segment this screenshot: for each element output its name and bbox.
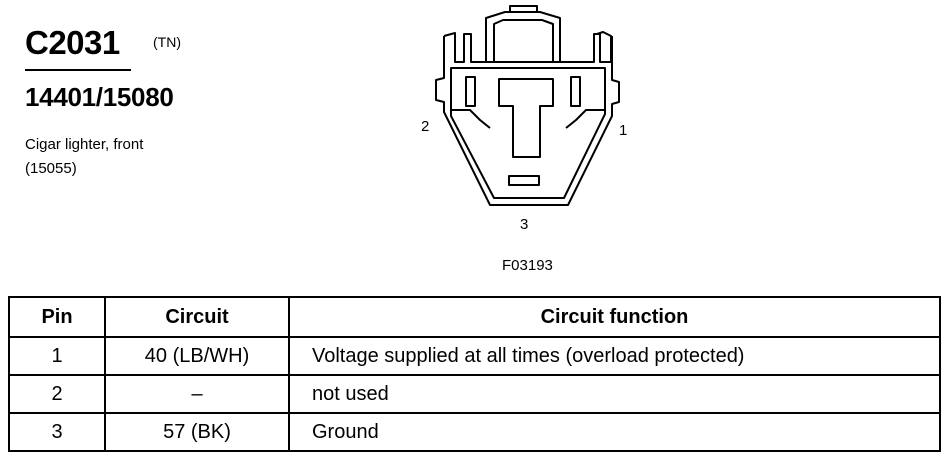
table-row: 2 – not used xyxy=(8,374,941,414)
pin-1-slot xyxy=(570,76,581,107)
pin-label-1: 1 xyxy=(619,122,628,139)
cell-pin: 3 xyxy=(8,412,106,452)
title-rule xyxy=(25,69,131,71)
table-row: 3 57 (BK) Ground xyxy=(8,412,941,452)
part-number: 14401/15080 xyxy=(25,82,174,112)
cell-pin: 1 xyxy=(8,336,106,376)
table-row: 1 40 (LB/WH) Voltage supplied at all tim… xyxy=(8,336,941,376)
description-line-2: (15055) xyxy=(25,160,77,177)
cell-function: Voltage supplied at all times (overload … xyxy=(288,336,941,376)
pin-label-2: 2 xyxy=(421,118,430,135)
pinout-table: Pin Circuit Circuit function 1 40 (LB/WH… xyxy=(8,296,941,452)
connector-housing xyxy=(443,31,612,63)
pin-3-slot xyxy=(508,175,540,186)
cell-function: Ground xyxy=(288,412,941,452)
figure-code: F03193 xyxy=(502,257,553,274)
connector-tag: (TN) xyxy=(153,34,181,50)
header-pin: Pin xyxy=(8,296,106,338)
t-cavity xyxy=(498,78,554,158)
header-function: Circuit function xyxy=(288,296,941,338)
pin-label-3: 3 xyxy=(520,216,529,233)
header-circuit: Circuit xyxy=(104,296,290,338)
connector-latch xyxy=(485,11,561,62)
table-header-row: Pin Circuit Circuit function xyxy=(8,296,941,338)
cell-circuit: 40 (LB/WH) xyxy=(104,336,290,376)
cell-circuit: 57 (BK) xyxy=(104,412,290,452)
pin-2-slot xyxy=(465,76,476,107)
cell-pin: 2 xyxy=(8,374,106,414)
connector-id: C2031 xyxy=(25,24,120,61)
cell-function: not used xyxy=(288,374,941,414)
cell-circuit: – xyxy=(104,374,290,414)
description-line-1: Cigar lighter, front xyxy=(25,136,144,153)
connector-face-diagram xyxy=(435,5,620,206)
